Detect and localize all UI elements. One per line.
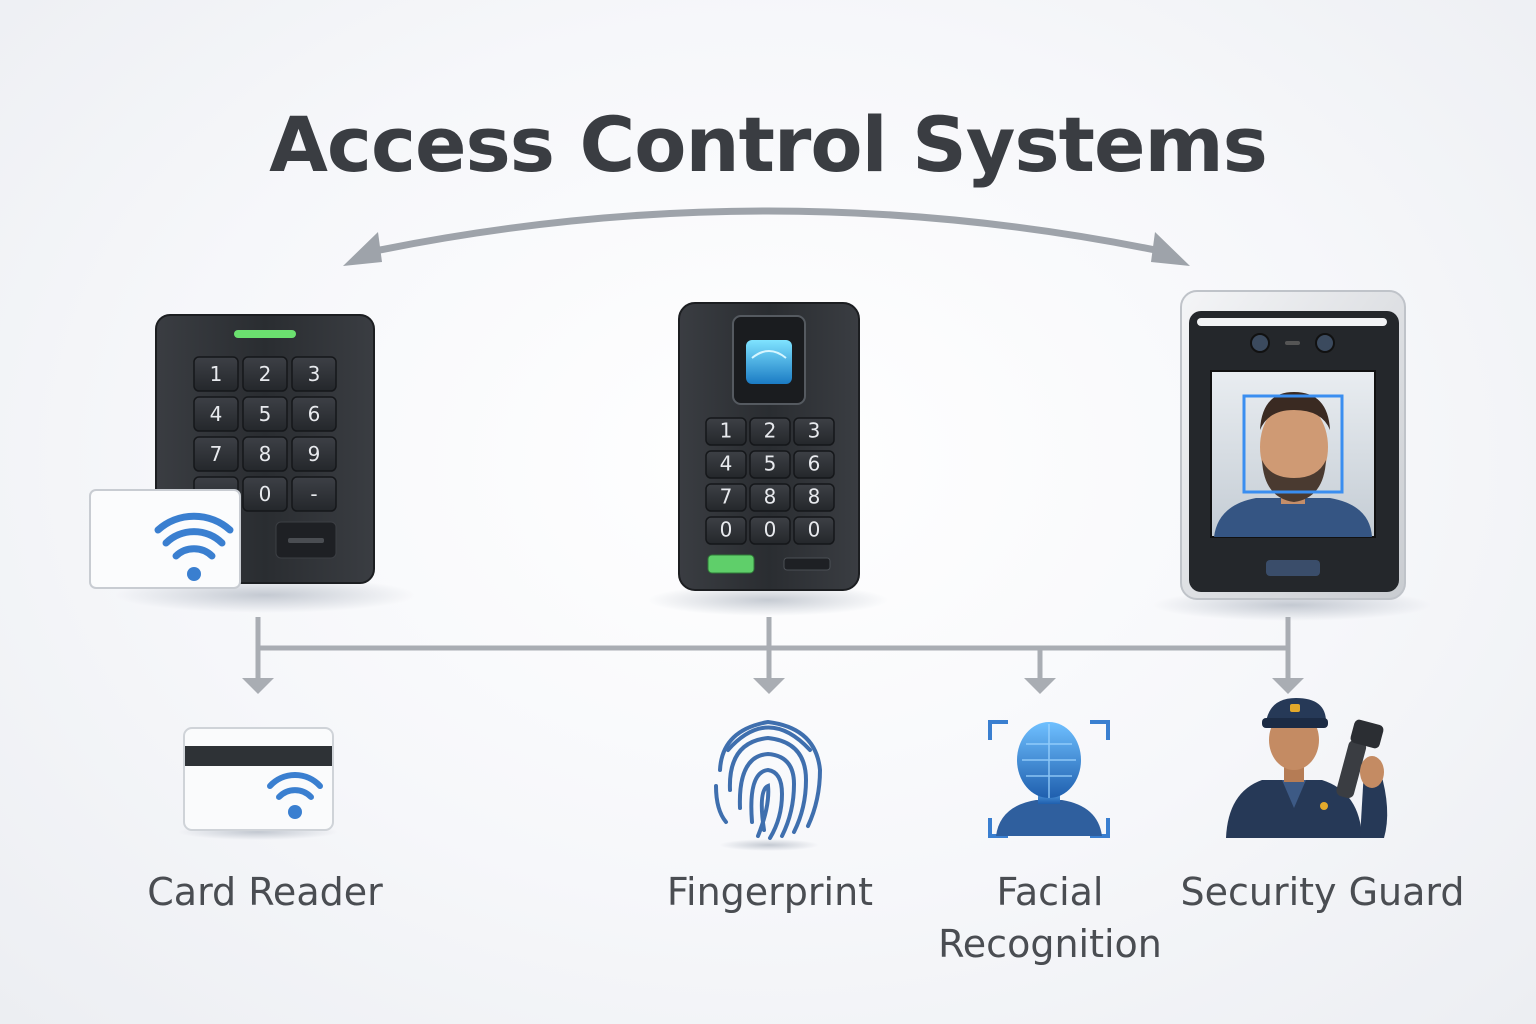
keypad-key-label: 6 [808,452,821,476]
keypad-key [193,396,239,432]
keypad-key-label: 9 [308,442,321,466]
keypad-key-label: 0 [720,518,733,542]
keypad-key [242,396,288,432]
label-facial-line1: Facial [996,870,1104,914]
label-fingerprint: Fingerprint [666,870,874,914]
keypad-key-label: 8 [808,485,821,509]
status-green-button-icon [707,554,755,574]
down-arrow-icon [1024,678,1056,694]
keypad-key-label: 6 [308,402,321,426]
top-double-arrow [343,207,1190,266]
keypad-key-label: 8 [764,485,777,509]
keypad-key-label: 8 [259,442,272,466]
rfid-card-icon [89,489,241,589]
keypad-key-label: - [310,482,317,506]
keypad-key [193,356,239,392]
keypad-key [749,516,791,545]
keypad-key [793,516,835,545]
status-led-icon [234,330,296,338]
keypad-key-label: 1 [210,362,223,386]
keypad-key [705,417,747,446]
keypad-key [793,417,835,446]
keypad-key [749,483,791,512]
keypad-key [705,516,747,545]
down-arrow-icon [753,678,785,694]
keypad-key-label: 2 [764,419,777,443]
keypad-key-label: 2 [259,362,272,386]
keypad-key [749,450,791,479]
keypad-key [749,417,791,446]
keypad-key-label: 4 [210,402,223,426]
label-card-reader: Card Reader [147,870,383,914]
face-photo-icon [1214,392,1372,537]
keypad-key [793,450,835,479]
keypad-key-label: 5 [764,452,777,476]
label-facial-line2: Recognition [938,922,1162,966]
connector-arrowheads [242,678,1304,694]
keypad-key [242,356,288,392]
card-reader-icon [178,727,338,840]
keypad-key [291,436,337,472]
keypad-key [242,436,288,472]
keypad-key [193,436,239,472]
keypad-key [291,476,337,512]
keypad-card-reader-device: 1 2 3 4 5 6 7 8 9 0 - [89,314,375,589]
keypad-grid: 1 2 3 4 5 6 7 8 9 0 - [193,356,337,512]
keypad-key [291,356,337,392]
keypad-key-label: 1 [720,419,733,443]
face-scan-icon [988,720,1110,838]
keypad-grid: 1 2 3 4 5 6 7 8 8 0 0 0 [705,417,835,545]
keypad-key-label: 4 [720,452,733,476]
keypad-key-label: 7 [720,485,733,509]
keypad-key [705,483,747,512]
keypad-key [242,476,288,512]
fingerprint-icon [714,719,823,851]
keypad-key-label: 7 [210,442,223,466]
keypad-key-label: 3 [808,419,821,443]
keypad-key [705,450,747,479]
label-security-guard: Security Guard [1180,870,1465,914]
label-facial-recognition: Facial Recognition [935,866,1165,970]
security-guard-icon [1226,698,1388,838]
keypad-key [291,396,337,432]
keypad-key-label: 0 [259,482,272,506]
page-title: Access Control Systems [269,100,1268,189]
keypad-key-label: 3 [308,362,321,386]
connector-lines [255,617,1291,678]
fingerprint-sensor-icon [746,340,792,384]
fingerprint-terminal-device: 1 2 3 4 5 6 7 8 8 0 0 0 [678,302,860,591]
keypad-key [793,483,835,512]
down-arrow-icon [242,678,274,694]
keypad-key-label: 0 [764,518,777,542]
keypad-key-label: 5 [259,402,272,426]
down-arrow-icon [1272,678,1304,694]
keypad-key-label: 0 [808,518,821,542]
face-recognition-terminal-device [1180,290,1406,600]
